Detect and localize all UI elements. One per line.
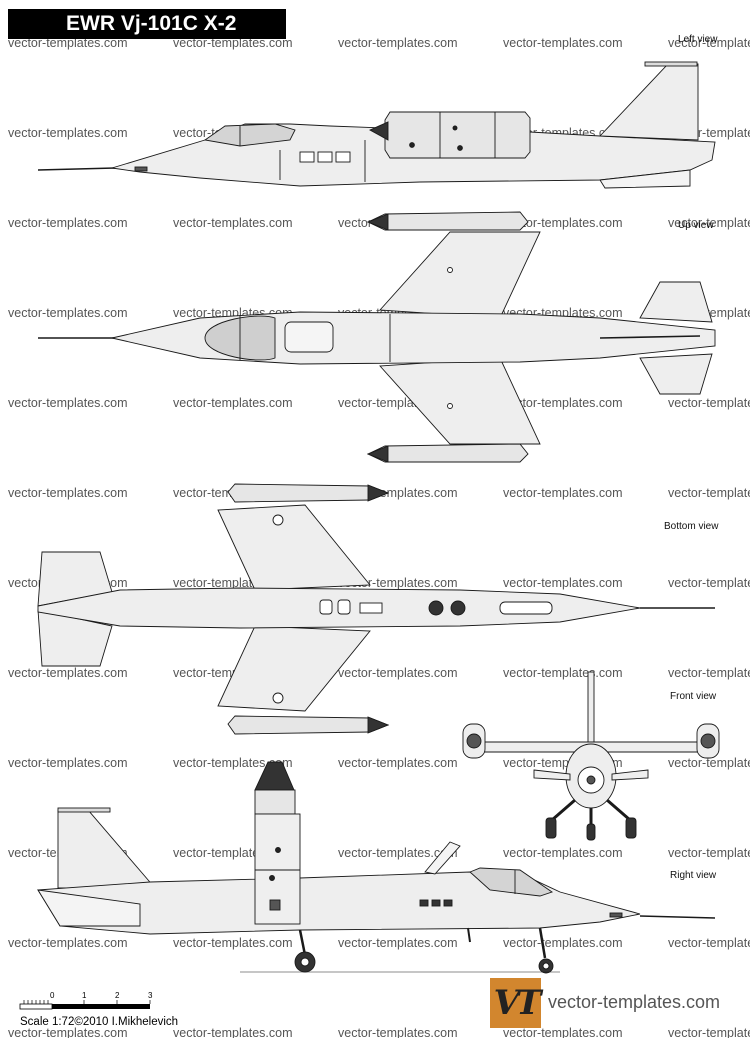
- watermark-text: vector-templates.com: [8, 486, 127, 500]
- watermark-text: vector-templates.com: [338, 666, 457, 680]
- scale-credit-text: Scale 1:72©2010 I.Mikhelevich: [20, 1016, 179, 1028]
- watermark-text: vector-templates.com: [8, 396, 127, 410]
- vt-logo: VT: [490, 978, 541, 1028]
- watermark-text: vector-templates.com: [503, 1026, 622, 1038]
- watermark-text: vector-templates.com: [8, 666, 127, 680]
- scale-tick-2: 2: [115, 991, 120, 1000]
- right-view-aircraft: [37, 761, 716, 974]
- scale-tick-0: 0: [50, 991, 55, 1000]
- scale-tick-3: 3: [148, 991, 153, 1000]
- watermark-text: vector-templates.com: [668, 1026, 750, 1038]
- watermark-text: vector-templates.com: [8, 936, 127, 950]
- bottom-view-label: Bottom view: [664, 521, 719, 532]
- left-view-aircraft: [37, 61, 716, 189]
- watermark-text: vector-templates.com: [668, 666, 750, 680]
- watermark-text: vector-templates.com: [503, 486, 622, 500]
- up-view-label: Up view: [678, 220, 714, 231]
- watermark-text: vector-templates.com: [338, 576, 457, 590]
- watermark-text: vector-templates.com: [8, 306, 127, 320]
- watermark-text: vector-templates.com: [173, 936, 292, 950]
- watermark-text: vector-templates.com: [173, 1026, 292, 1038]
- watermark-text: vector-templates.com: [668, 756, 750, 770]
- watermark-text: vector-templates.com: [173, 756, 292, 770]
- page-title: EWR Vj-101C X-2: [8, 9, 286, 39]
- watermark-text: vector-templates.com: [173, 216, 292, 230]
- watermark-text: vector-templates.com: [668, 846, 750, 860]
- watermark-text: vector-templates.com: [8, 756, 127, 770]
- watermark-text: vector-templates.com: [668, 216, 750, 230]
- scale-tick-1: 1: [82, 991, 87, 1000]
- watermark-text: vector-templates.com: [338, 846, 457, 860]
- front-view-label: Front view: [670, 691, 717, 702]
- left-view-label: Left view: [678, 34, 718, 45]
- front-view-aircraft: [462, 671, 720, 841]
- watermark-text: vector-templates.com: [173, 36, 292, 50]
- watermark-text: vector-templates.com: [503, 666, 622, 680]
- watermark-text: vector-templates.com: [668, 576, 750, 590]
- watermark-text: vector-templates.com: [503, 576, 622, 590]
- watermark-text: vector-templates.com: [668, 396, 750, 410]
- watermark-text: vector-templates.com: [173, 396, 292, 410]
- watermark-text: vector-templates.com: [338, 1026, 457, 1038]
- scale-bar: 0 1 2 3: [19, 991, 153, 1010]
- bottom-view-aircraft: [37, 483, 715, 735]
- watermark-text: vector-templates.com: [8, 1026, 127, 1038]
- watermark-text: vector-templates.com: [8, 126, 127, 140]
- watermark-text: vector-templates.com: [338, 756, 457, 770]
- watermark-text: vector-templates.com: [338, 936, 457, 950]
- watermark-text: vector-templates.com: [668, 36, 750, 50]
- watermark-text: vector-templates.com: [503, 216, 622, 230]
- up-view-aircraft: [38, 211, 716, 463]
- watermark-text: vector-templates.com: [668, 486, 750, 500]
- watermark-text: vector-templates.com: [338, 36, 457, 50]
- watermark-text: vector-templates.com: [668, 936, 750, 950]
- watermark-text: vector-templates.com: [503, 846, 622, 860]
- right-view-label: Right view: [670, 870, 717, 881]
- watermark-text: vector-templates.com: [503, 936, 622, 950]
- watermark-text: vector-templates.com: [8, 216, 127, 230]
- logo-site-text: vector-templates.com: [548, 992, 721, 1012]
- watermark-text: vector-templates.com: [503, 396, 622, 410]
- watermark-text: vector-templates.com: [503, 36, 622, 50]
- watermark-text: vector-templates.com: [8, 36, 127, 50]
